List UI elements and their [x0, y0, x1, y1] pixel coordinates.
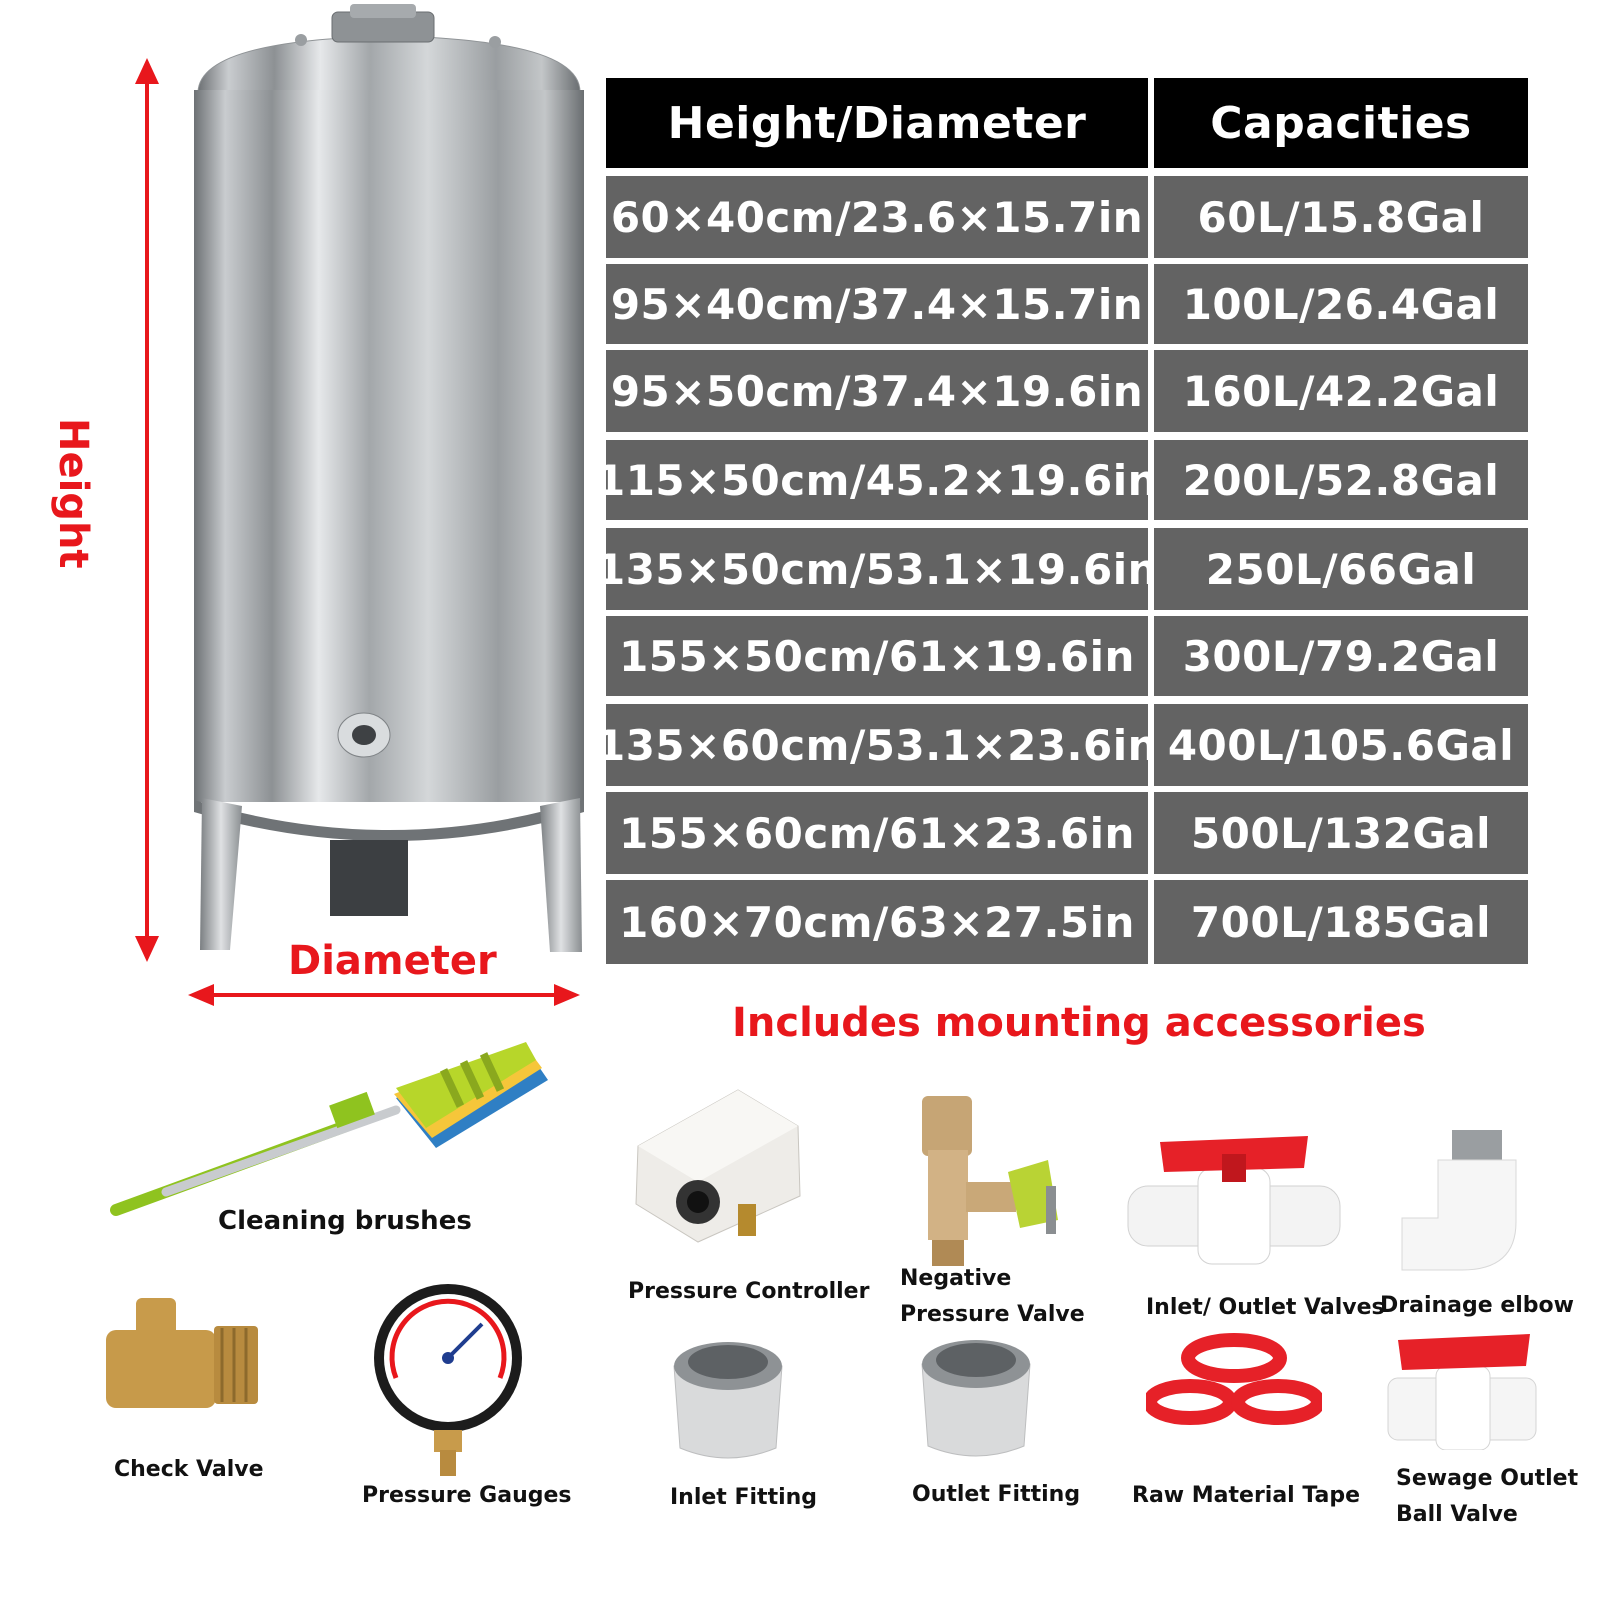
pressure-controller-label: Pressure Controller: [628, 1279, 870, 1304]
negative-pressure-valve-label-2: Pressure Valve: [900, 1302, 1085, 1327]
accessories-title: Includes mounting accessories: [732, 1000, 1426, 1046]
sewage-outlet-ball-valve-image: [1387, 1334, 1537, 1450]
sewage-outlet-label-2: Ball Valve: [1396, 1502, 1518, 1527]
diameter-arrow: [188, 984, 580, 1006]
table-cell-capacity: 300L/79.2Gal: [1154, 616, 1528, 696]
cleaning-brushes-label: Cleaning brushes: [218, 1206, 472, 1236]
inlet-outlet-valves-image: [1127, 1136, 1341, 1265]
tank-illustration: [194, 4, 584, 952]
pressure-gauge-image: [374, 1284, 522, 1476]
negative-pressure-valve-label-1: Negative: [900, 1266, 1012, 1291]
table-cell-size: 135×50cm/53.1×19.6in: [596, 528, 1158, 610]
outlet-fitting-label: Outlet Fitting: [912, 1482, 1081, 1507]
check-valve-image: [106, 1298, 258, 1408]
table-cell-capacity: 100L/26.4Gal: [1154, 264, 1528, 344]
table-cell-capacity: 700L/185Gal: [1154, 880, 1528, 964]
height-label: Height: [50, 418, 96, 569]
table-cell-size: 155×60cm/61×23.6in: [606, 792, 1148, 874]
check-valve-label: Check Valve: [114, 1457, 264, 1482]
table-header-capacity: Capacities: [1154, 78, 1528, 168]
table-cell-capacity: 250L/66Gal: [1154, 528, 1528, 610]
sewage-outlet-label-1: Sewage Outlet: [1396, 1466, 1579, 1491]
table-cell-capacity: 60L/15.8Gal: [1154, 176, 1528, 258]
raw-material-tape-label: Raw Material Tape: [1132, 1483, 1361, 1508]
drainage-elbow-image: [1401, 1130, 1517, 1271]
inlet-fitting-label: Inlet Fitting: [670, 1485, 818, 1510]
table-cell-size: 115×50cm/45.2×19.6in: [596, 440, 1158, 520]
diameter-label: Diameter: [288, 938, 497, 984]
negative-pressure-valve-image: [922, 1096, 1058, 1266]
drainage-elbow-label: Drainage elbow: [1380, 1293, 1574, 1318]
table-cell-size: 95×50cm/37.4×19.6in: [606, 350, 1148, 432]
table-cell-capacity: 400L/105.6Gal: [1154, 704, 1528, 786]
raw-material-tape-image: [1146, 1333, 1322, 1425]
outlet-fitting-image: [921, 1340, 1031, 1457]
table-cell-capacity: 200L/52.8Gal: [1154, 440, 1528, 520]
pressure-gauges-label: Pressure Gauges: [362, 1483, 572, 1508]
table-cell-size: 95×40cm/37.4×15.7in: [606, 264, 1148, 344]
table-cell-size: 155×50cm/61×19.6in: [606, 616, 1148, 696]
pressure-controller-image: [635, 1089, 801, 1243]
table-header-size: Height/Diameter: [606, 78, 1148, 168]
inlet-fitting-image: [673, 1342, 783, 1459]
table-cell-size: 160×70cm/63×27.5in: [606, 880, 1148, 964]
table-cell-capacity: 500L/132Gal: [1154, 792, 1528, 874]
cleaning-brush-image: [110, 1042, 548, 1216]
inlet-outlet-valves-label: Inlet/ Outlet Valves: [1146, 1295, 1385, 1320]
table-cell-capacity: 160L/42.2Gal: [1154, 350, 1528, 432]
table-cell-size: 60×40cm/23.6×15.7in: [606, 176, 1148, 258]
table-cell-size: 135×60cm/53.1×23.6in: [596, 704, 1158, 786]
height-arrow: [135, 58, 159, 962]
